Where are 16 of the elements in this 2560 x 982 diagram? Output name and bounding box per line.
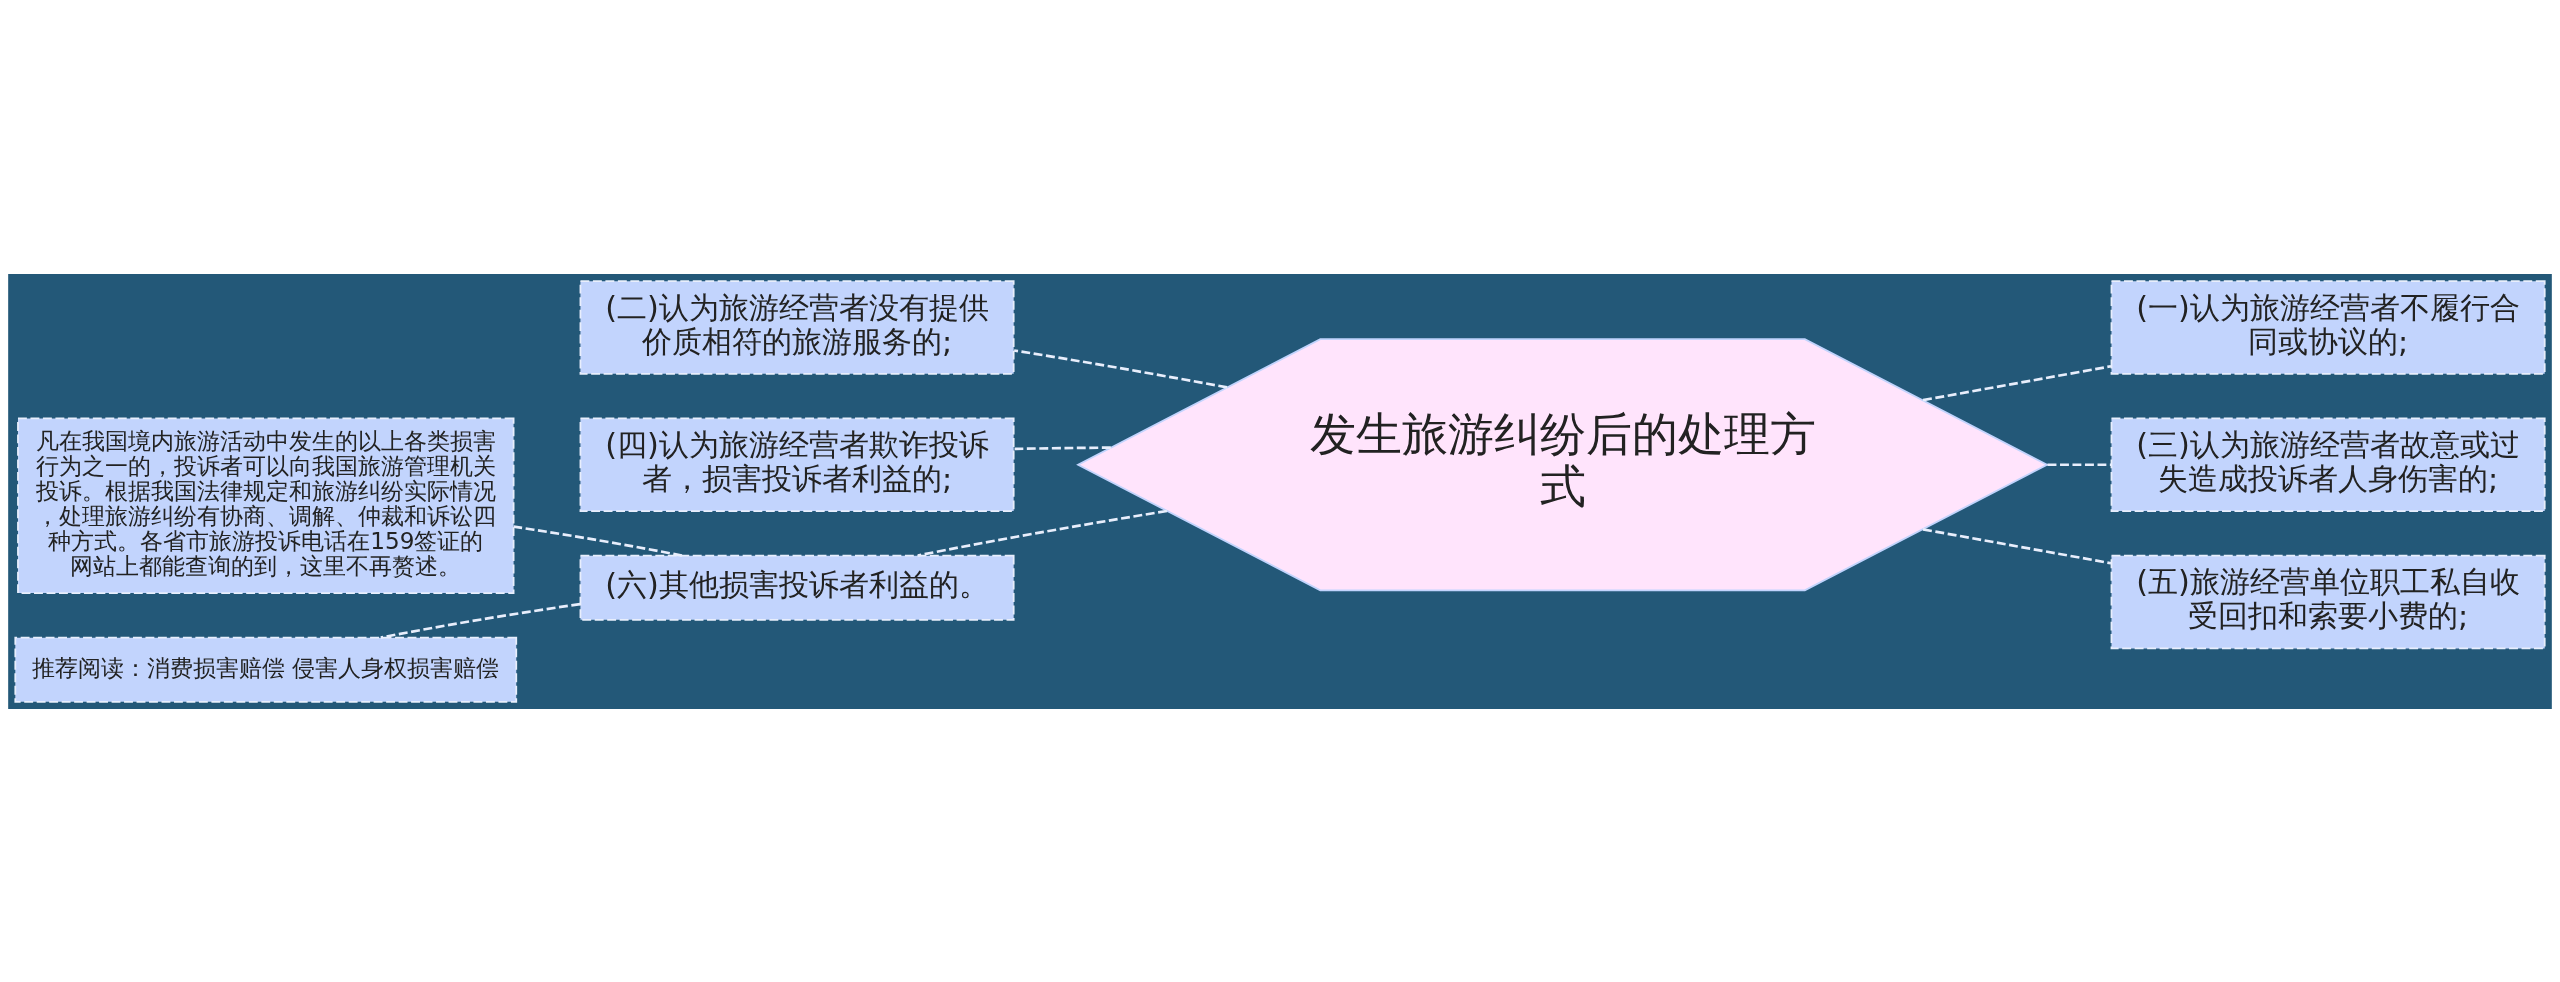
- connector: [1922, 364, 2112, 401]
- connector: [513, 524, 683, 557]
- connector: [1013, 348, 1228, 389]
- node-box: (四)认为旅游经营者欺诈投诉者，损害投诉者利益的;: [579, 417, 1015, 512]
- node-box: 凡在我国境内旅游活动中发生的以上各类损害行为之一的，投诉者可以向我国旅游管理机关投诉。根据我国法律规定和旅游纠纷实际情况，处理旅游纠纷有协商、调解、仲裁和诉讼四种方式。各省市旅游投诉电话在159签证的网站上都能查询的到，这里不再赘述。: [17, 417, 515, 594]
- node-box: (三)认为旅游经营者故意或过失造成投诉者人身伤害的;: [2110, 417, 2546, 512]
- connector: [917, 509, 1168, 557]
- connector: [1014, 445, 1111, 450]
- node-box: (六)其他损害投诉者利益的。: [579, 554, 1015, 621]
- connector: [2047, 462, 2112, 466]
- node-box: (一)认为旅游经营者不履行合同或协议的;: [2110, 279, 2546, 375]
- connector: [1922, 527, 2112, 565]
- node-box: (二)认为旅游经营者没有提供价质相符的旅游服务的;: [579, 279, 1015, 375]
- node-box: (五)旅游经营单位职工私自收受回扣和索要小费的;: [2110, 554, 2546, 649]
- node-box: 推荐阅读：消费损害赔偿 侵害人身权损害赔偿: [14, 636, 518, 703]
- connector: [380, 602, 581, 639]
